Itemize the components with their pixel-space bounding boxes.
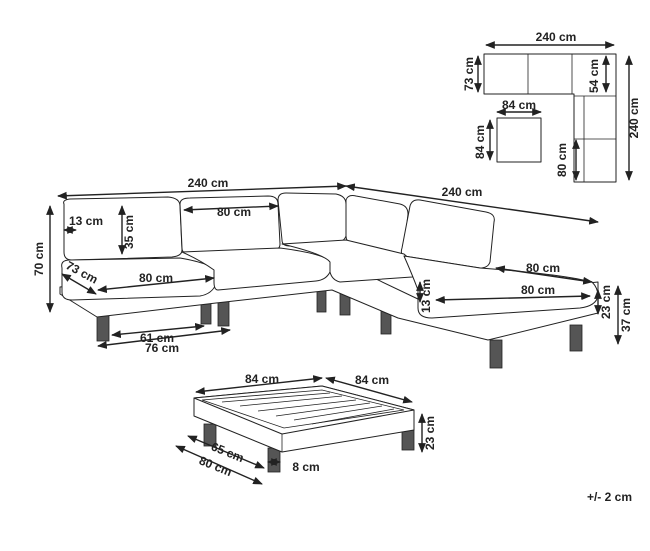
sofa-leg — [316, 289, 327, 313]
sofa-80-chaise-label: 80 cm — [521, 283, 555, 297]
sofa-240-right-label: 240 cm — [442, 185, 483, 199]
plan-54-label: 54 cm — [587, 59, 601, 93]
tolerance-note: +/- 2 cm — [587, 490, 632, 504]
plan-view: 240 cm 240 cm 73 cm 54 cm 84 cm 84 cm 80… — [462, 30, 641, 183]
sofa-leg — [217, 299, 230, 327]
table-leg — [267, 447, 281, 473]
plan-84-left-label: 84 cm — [473, 125, 487, 159]
sofa-80-back-label: 80 cm — [217, 205, 251, 219]
plan-84-top-label: 84 cm — [502, 98, 536, 112]
sofa-23-label: 23 cm — [599, 285, 613, 319]
sofa-leg — [489, 339, 503, 369]
plan-width-label: 240 cm — [536, 30, 577, 44]
plan-outline — [483, 53, 617, 183]
sofa-80-chaise-top-label: 80 cm — [526, 261, 560, 275]
sofa-240-left-label: 240 cm — [188, 176, 229, 190]
sofa-13-label: 13 cm — [69, 214, 103, 228]
table-84-right-label: 84 cm — [355, 373, 389, 387]
plan-height-label: 240 cm — [627, 98, 641, 139]
plan-73-label: 73 cm — [462, 57, 476, 91]
table-84-left-label: 84 cm — [245, 372, 279, 386]
table-8-label: 8 cm — [292, 460, 319, 474]
coffee-table-illustration: 84 cm 84 cm 23 cm 65 cm 80 cm 8 cm — [175, 372, 437, 485]
sofa-leg — [96, 314, 110, 342]
sofa-13-chaise-label: 13 cm — [419, 279, 433, 313]
plan-table — [496, 117, 542, 163]
plan-80-label: 80 cm — [555, 143, 569, 177]
sofa-76-label: 76 cm — [145, 341, 179, 355]
sofa-80-seat-label: 80 cm — [139, 271, 173, 285]
table-23-label: 23 cm — [423, 416, 437, 450]
sofa-leg — [569, 324, 583, 352]
sofa-70-label: 70 cm — [32, 242, 46, 276]
sofa-37-label: 37 cm — [619, 298, 633, 332]
sofa-35-label: 35 cm — [122, 215, 136, 249]
sofa-illustration: 240 cm 240 cm 80 cm 13 cm 35 cm 70 cm 73… — [32, 176, 633, 369]
